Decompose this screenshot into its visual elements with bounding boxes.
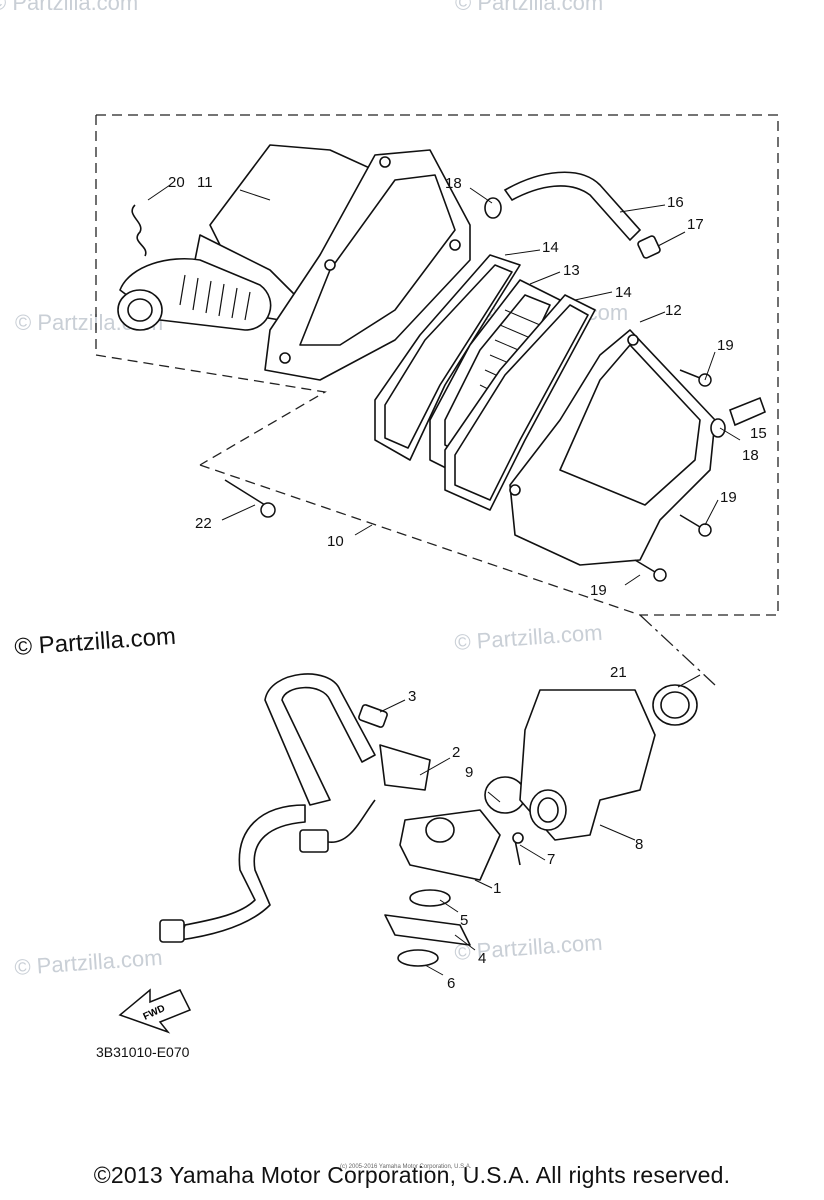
callout-14: 14 — [542, 239, 559, 256]
callout-8: 8 — [635, 836, 643, 853]
callout-5: 5 — [460, 912, 468, 929]
watermark: © Partzilla.com — [0, 0, 138, 15]
callout-17: 17 — [687, 216, 704, 233]
air-cleaner-cover — [509, 329, 716, 566]
element-gasket-and-filter — [374, 254, 596, 511]
watermark: © Partzilla.com — [14, 945, 164, 980]
callout-4: 4 — [478, 950, 486, 967]
watermark-main: © Partzilla.com — [14, 623, 177, 661]
callout-22: 22 — [195, 515, 212, 532]
callout-6: 6 — [447, 975, 455, 992]
callout-15: 15 — [750, 425, 767, 442]
callout-12: 12 — [665, 302, 682, 319]
callout-19: 19 — [590, 582, 607, 599]
watermark: © Partzilla.com — [454, 930, 604, 965]
callout-3: 3 — [408, 688, 416, 705]
callout-10: 10 — [327, 533, 344, 550]
callout-19: 19 — [717, 337, 734, 354]
callout-16: 16 — [667, 194, 684, 211]
breather-hose — [503, 171, 661, 259]
callout-20: 20 — [168, 174, 185, 191]
air-cleaner-case — [117, 144, 471, 381]
fwd-arrow: FWD — [118, 988, 192, 1034]
callout-11: 11 — [197, 174, 213, 191]
callout-1: 1 — [493, 880, 501, 897]
intake-lower — [159, 673, 698, 967]
callout-18: 18 — [742, 447, 759, 464]
assembly-boundary — [95, 114, 779, 686]
callout-9: 9 — [465, 764, 473, 781]
watermark: © Partzilla.com — [454, 620, 604, 655]
clamp — [484, 197, 726, 438]
callout-2: 2 — [452, 744, 460, 761]
leader-lines — [147, 184, 741, 976]
callout-18: 18 — [445, 175, 462, 192]
copyright-small: (c) 2005-2016 Yamaha Motor Corporation, … — [340, 1164, 472, 1170]
callout-19: 19 — [720, 489, 737, 506]
watermark: © Partzilla.com — [455, 0, 603, 15]
drain-hose — [729, 396, 767, 427]
callout-21: 21 — [610, 664, 627, 681]
callout-14: 14 — [615, 284, 632, 301]
callout-13: 13 — [563, 262, 580, 279]
callout-7: 7 — [547, 851, 555, 868]
clip — [131, 204, 147, 257]
diagram-code: 3B31010-E070 — [96, 1044, 190, 1060]
copyright: ©2013 Yamaha Motor Corporation, U.S.A. A… — [93, 1162, 731, 1188]
